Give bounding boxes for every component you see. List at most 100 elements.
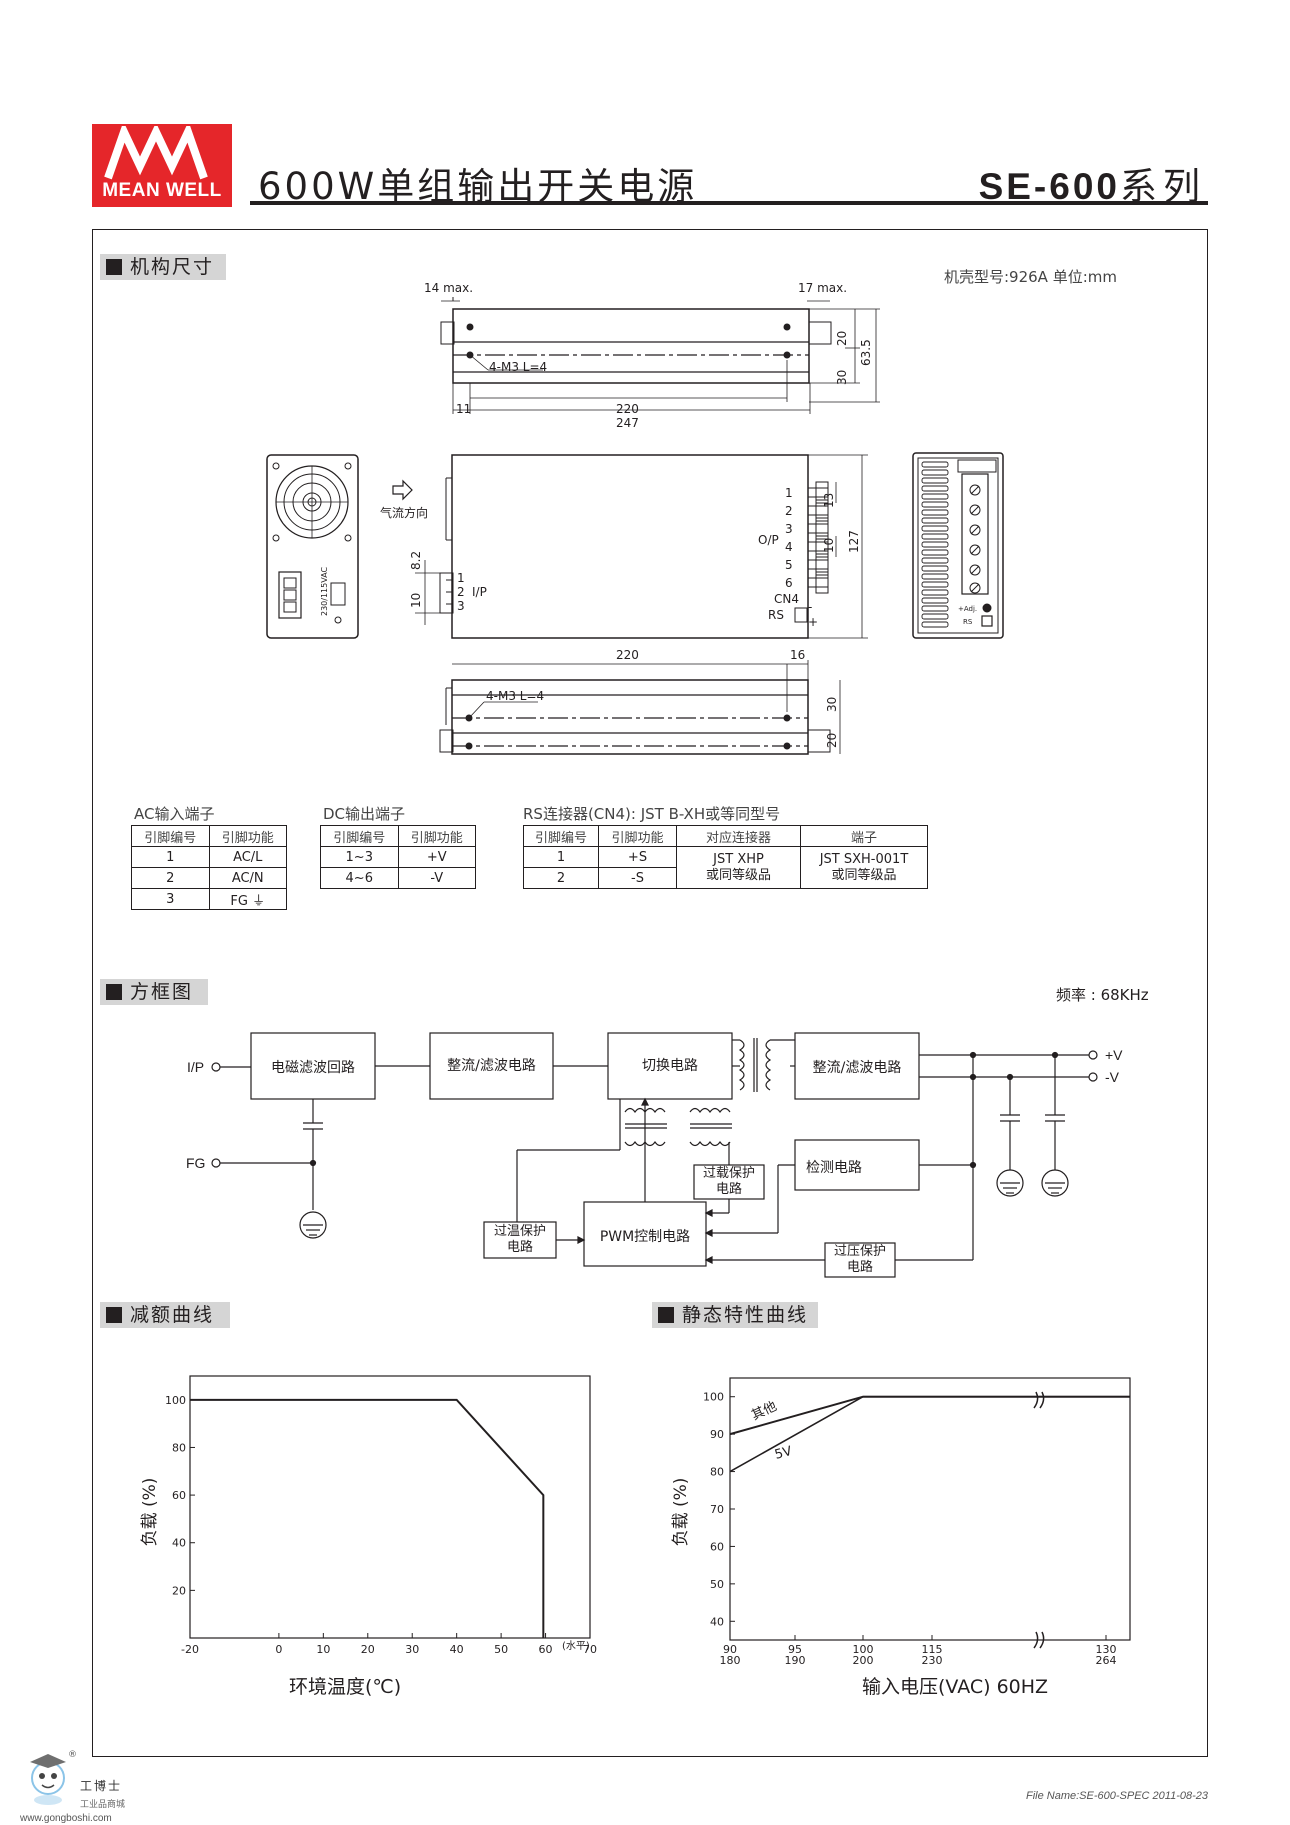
derating-ylabel: 负载 (%): [140, 1478, 160, 1547]
y-tick-label: 100: [165, 1394, 186, 1407]
section-static-heading: 静态特性曲线: [652, 1302, 818, 1328]
y-tick-label: 40: [710, 1615, 724, 1628]
footer-file-name: File Name:SE-600-SPEC 2011-08-23: [1026, 1790, 1208, 1802]
dim-17max: 17 max.: [798, 281, 847, 295]
ac-header-func: 引脚功能: [208, 825, 287, 847]
registered-mark: ®: [68, 1750, 77, 1760]
static-chart: 9018095190100200115230130264405060708090…: [671, 1377, 1131, 1698]
x-tick-label: 95: [788, 1643, 802, 1656]
derating-xlabel: 环境温度(℃): [289, 1676, 401, 1698]
block-diagram: [211, 1032, 1098, 1278]
title-rule: [250, 201, 1208, 205]
op-pin-5: 5: [785, 558, 793, 572]
series-title: SE-600系列: [979, 156, 1206, 210]
gongboshi-mascot-icon: [30, 1754, 66, 1805]
mechanical-drawing: 14 max. 17 max. 4-M3 L=4 220 247 11 20 3…: [266, 281, 1004, 755]
derating-plot-area: [189, 1375, 591, 1639]
ip-pin-1: 1: [457, 571, 465, 585]
x-tick-label-alt: 264: [1096, 1654, 1117, 1667]
ovp-label: 过压保护电路: [833, 1244, 886, 1275]
rs-header-func: 引脚功能: [598, 825, 677, 847]
x-tick-label: 60: [539, 1643, 553, 1656]
rectifier-label-2: 整流/滤波电路: [812, 1060, 902, 1076]
dim-247: 247: [616, 416, 639, 430]
airflow-label: 气流方向: [380, 505, 428, 520]
x-tick-label: -20: [181, 1643, 199, 1656]
x-tick-label: 115: [922, 1643, 943, 1656]
series-label-5v: 5V: [773, 1444, 794, 1463]
dim-16: 16: [790, 648, 805, 662]
x-tick-label: 70: [583, 1643, 597, 1656]
dim-220-bottom: 220: [616, 648, 639, 662]
rs-plus: +: [808, 615, 818, 629]
x-tick-label: 30: [405, 1643, 419, 1656]
x-tick-label: 90: [723, 1643, 737, 1656]
footer-brand-sub: 工业品商城: [80, 1800, 126, 1810]
spec-frame: [92, 229, 1208, 1757]
rectifier-label-1: 整流/滤波电路: [447, 1058, 536, 1074]
emi-filter-label: 电磁滤波回路: [271, 1060, 355, 1076]
block-fg-label: FG: [186, 1155, 206, 1171]
dim-63-5: 63.5: [859, 339, 873, 366]
derating-curve: [190, 1398, 545, 1638]
static-xlabel: 输入电压(VAC) 60HZ: [862, 1676, 1048, 1698]
voltage-label: 230/115VAC: [320, 566, 329, 616]
section-derating-heading: 减额曲线: [100, 1302, 230, 1328]
y-tick-label: 90: [710, 1428, 724, 1441]
rs-label: RS: [768, 608, 784, 622]
y-tick-label: 20: [172, 1584, 186, 1597]
y-tick-label: 60: [710, 1540, 724, 1553]
footer-brand: 工博士: [80, 1779, 123, 1793]
dim-11: 11: [456, 402, 471, 416]
model-name: SE-600: [978, 166, 1120, 207]
op-label: O/P: [758, 533, 779, 547]
section-mechanical-heading: 机构尺寸: [100, 254, 226, 280]
detection-label: 检测电路: [806, 1160, 862, 1176]
ip-label: I/P: [472, 585, 487, 599]
x-tick-label: 40: [450, 1643, 464, 1656]
op-pin-4: 4: [785, 540, 793, 554]
bottom-view: [439, 660, 841, 755]
rs-header-pin: 引脚编号: [523, 825, 599, 847]
dim-30: 30: [835, 370, 849, 385]
y-tick-label: 100: [703, 1391, 724, 1404]
static-curve-5v: [729, 1395, 1130, 1473]
static-ylabel: 负载 (%): [671, 1478, 691, 1547]
screw-note: 4-M3 L=4: [489, 360, 547, 374]
op-pin-2: 2: [785, 504, 793, 518]
dim-14max: 14 max.: [424, 281, 473, 295]
case-note: 机壳型号:926A 单位:mm: [944, 268, 1117, 286]
ip-pin-3: 3: [457, 599, 465, 613]
dim-10-output: 10: [822, 538, 836, 553]
table-row: 2 -S: [523, 867, 928, 889]
footer-url[interactable]: www.gongboshi.com: [20, 1813, 112, 1824]
dc-table-title: DC输出端子: [323, 805, 406, 823]
axis-break-icon: [1033, 1391, 1045, 1649]
y-tick-label: 50: [710, 1578, 724, 1591]
series-suffix: 系列: [1120, 165, 1206, 208]
x-tick-label: 20: [361, 1643, 375, 1656]
frequency-note: 频率 : 68KHz: [1056, 986, 1149, 1004]
x-tick-label-alt: 200: [853, 1654, 874, 1667]
x-tick-label-alt: 230: [922, 1654, 943, 1667]
block-pv-label: +V: [1105, 1047, 1123, 1063]
fan-side-view: [266, 454, 359, 639]
rs-table-title: RS连接器(CN4): JST B-XH或等同型号: [523, 805, 781, 823]
table-row: 4~6-V: [320, 867, 476, 889]
y-tick-label: 80: [710, 1466, 724, 1479]
op-pin-3: 3: [785, 522, 793, 536]
x-tick-label: 0: [275, 1643, 282, 1656]
mw-logo-icon: [104, 126, 208, 180]
y-tick-label: 70: [710, 1503, 724, 1516]
cn4-label: CN4: [774, 592, 799, 606]
x-tick-label: 130: [1096, 1643, 1117, 1656]
switching-label: 切换电路: [642, 1058, 698, 1074]
section-block-heading: 方框图: [100, 979, 208, 1005]
op-pin-6: 6: [785, 576, 793, 590]
ac-header-pin: 引脚编号: [131, 825, 210, 847]
dim-220: 220: [616, 402, 639, 416]
